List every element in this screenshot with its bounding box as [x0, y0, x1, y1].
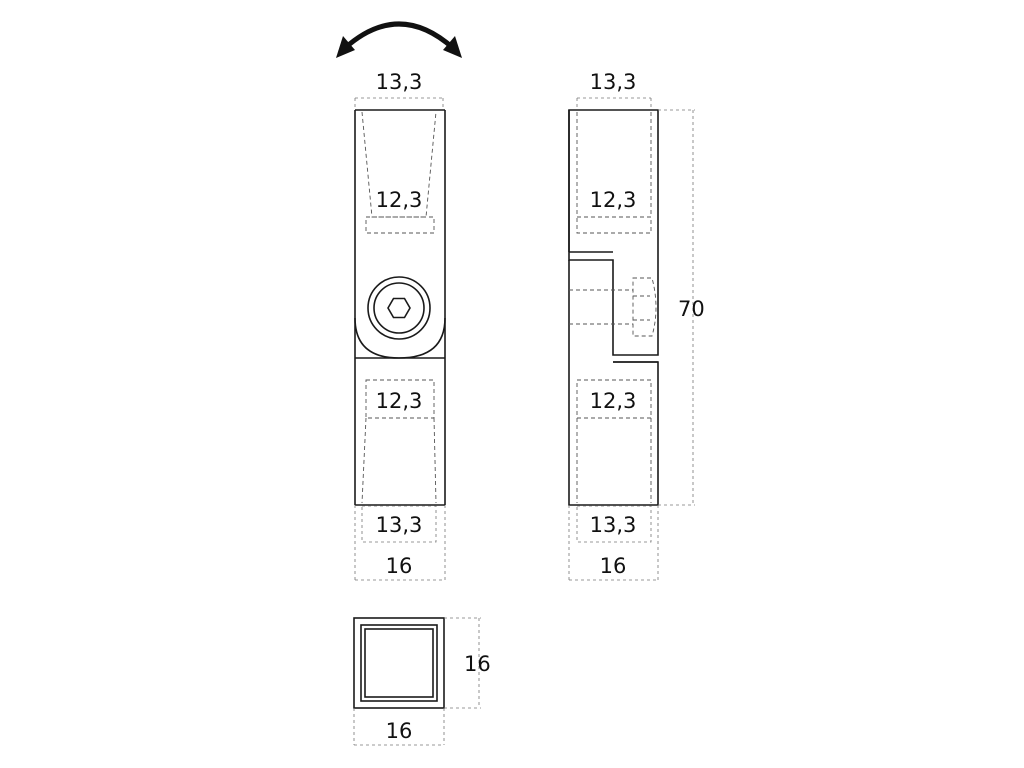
rotation-arrow-icon — [336, 21, 462, 58]
front-knuckle-curve — [354, 317, 446, 359]
side-view: 13,3 12,3 12,3 13,3 16 70 — [568, 70, 705, 581]
side-bottom-inner-label: 12,3 — [590, 389, 637, 413]
front-top-inner-label: 12,3 — [376, 188, 423, 212]
hex-socket-screw-icon — [367, 276, 431, 340]
front-width-label: 16 — [386, 554, 413, 578]
front-bottom-outer-label: 13,3 — [376, 513, 423, 537]
front-view: 13,3 12,3 12,3 13,3 16 — [354, 70, 446, 581]
side-width-label: 16 — [600, 554, 627, 578]
end-height-label: 16 — [464, 652, 491, 676]
front-bottom-inner-label: 12,3 — [376, 389, 423, 413]
side-bottom-outer-label: 13,3 — [590, 513, 637, 537]
side-top-outer-label: 13,3 — [590, 70, 637, 94]
end-width-label: 16 — [386, 719, 413, 743]
side-top-inner-label: 12,3 — [590, 188, 637, 212]
side-upper-piece — [568, 109, 659, 356]
side-screw-head-hidden — [632, 277, 657, 337]
side-height-label: 70 — [678, 297, 705, 321]
end-view: 16 16 — [353, 617, 491, 746]
front-top-outer-label: 13,3 — [376, 70, 423, 94]
